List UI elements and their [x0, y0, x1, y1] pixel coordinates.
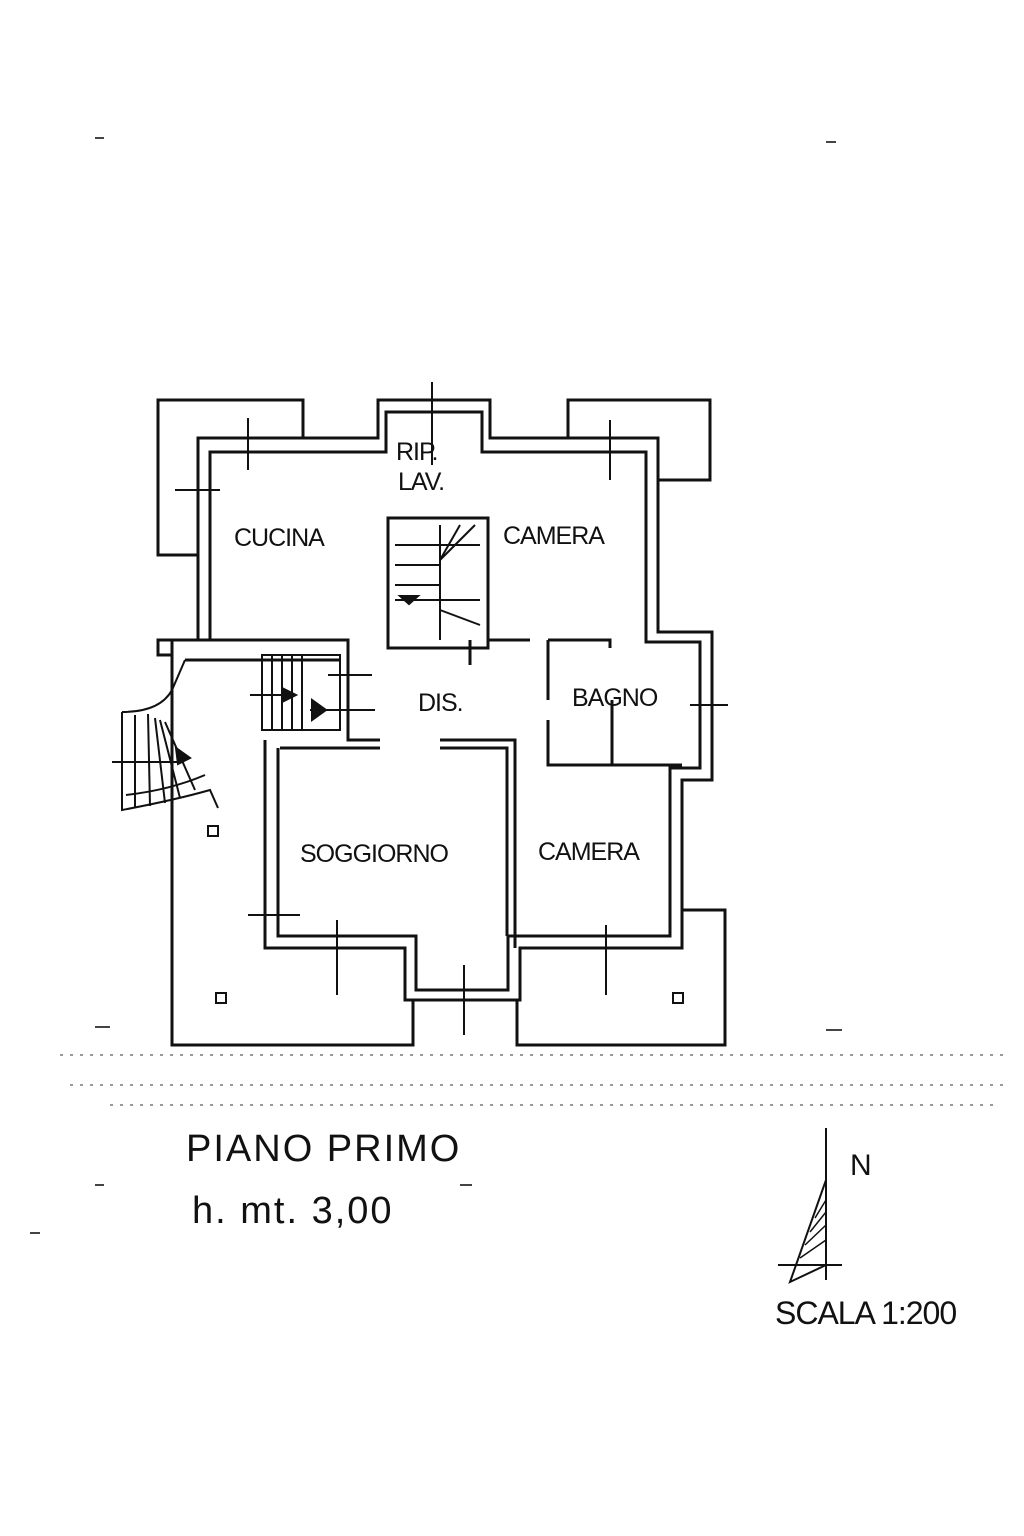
room-label-rip: RIP. — [396, 438, 437, 466]
room-label-cucina: CUCINA — [234, 524, 325, 552]
room-label-soggiorno: SOGGIORNO — [300, 840, 449, 868]
central-stairs — [395, 524, 481, 640]
room-label-camera-bottom: CAMERA — [538, 838, 640, 866]
north-arrow-icon — [778, 1128, 842, 1284]
floor-title: PIANO PRIMO — [186, 1128, 462, 1170]
window-marks — [175, 382, 728, 1035]
scan-artifacts — [30, 137, 1010, 1234]
room-label-bagno: BAGNO — [572, 684, 658, 712]
terraces — [156, 398, 727, 1047]
north-label: N — [850, 1149, 872, 1182]
floor-height: h. mt. 3,00 — [192, 1190, 394, 1232]
room-label-camera-top: CAMERA — [503, 522, 605, 550]
spiral-stairs — [112, 659, 219, 812]
room-label-lav: LAV. — [398, 468, 444, 496]
inner-walls — [280, 516, 682, 948]
room-label-dis: DIS. — [418, 689, 463, 717]
left-stairs — [250, 654, 375, 731]
scale-label: SCALA 1:200 — [775, 1295, 957, 1331]
